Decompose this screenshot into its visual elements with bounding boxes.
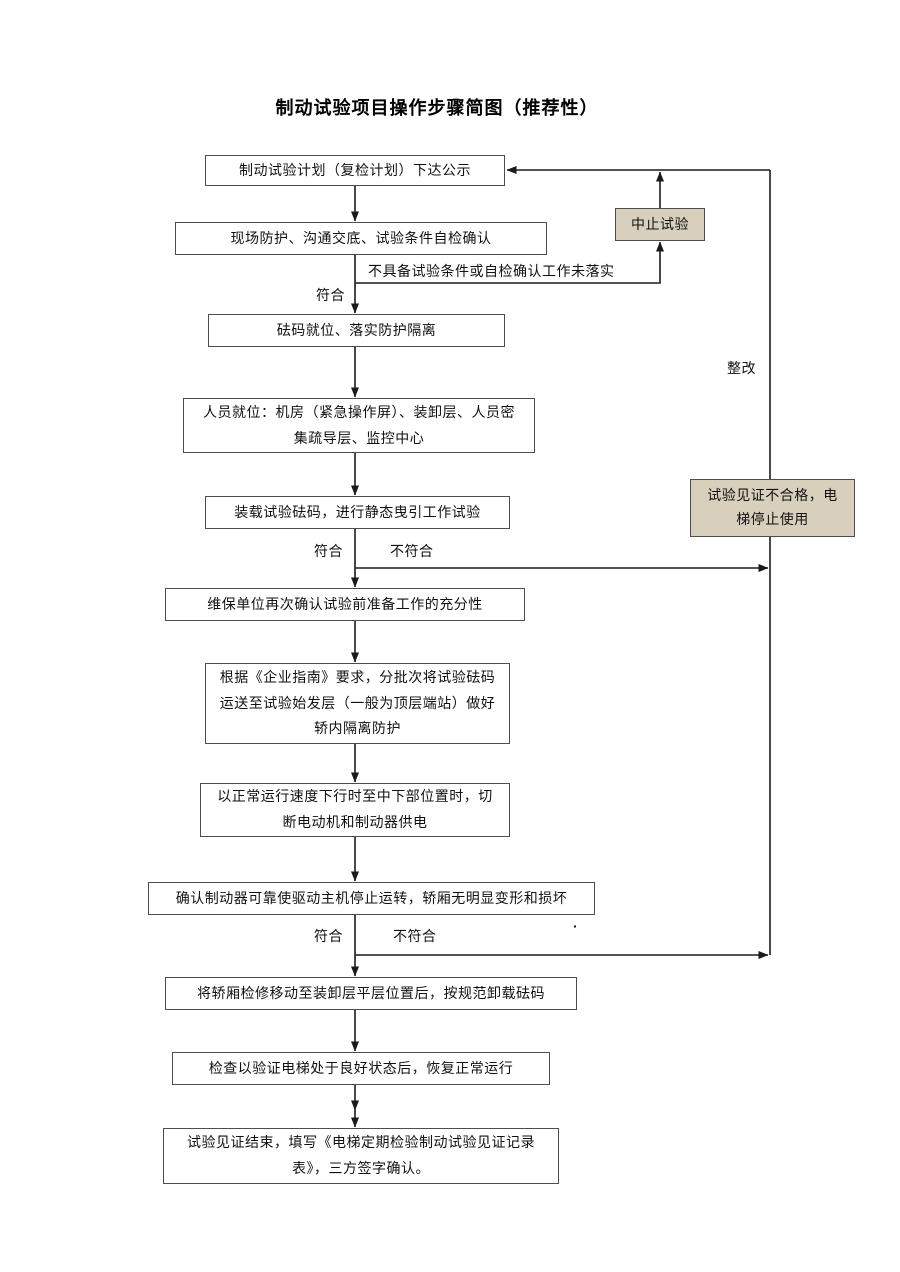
edge-label-comply-1: 符合 [316, 287, 345, 303]
test-fail-stop-box: 试验见证不合格，电梯停止使用 [690, 479, 855, 537]
flow-step-weights-in-place: 砝码就位、落实防护隔离 [208, 314, 505, 347]
flow-step-plan-announcement: 制动试验计划（复检计划）下达公示 [205, 155, 505, 186]
flow-step-record-sign: 试验见证结束，填写《电梯定期检验制动试验见证记录表》，三方签字确认。 [163, 1128, 559, 1184]
flow-step-verify-restore: 检查以验证电梯处于良好状态后，恢复正常运行 [172, 1052, 550, 1085]
flow-step-personnel-in-place: 人员就位：机房（紧急操作屏）、装卸层、人员密集疏导层、监控中心 [183, 398, 535, 453]
flow-step-site-protection: 现场防护、沟通交底、试验条件自检确认 [175, 222, 547, 255]
stray-mark: · [573, 918, 579, 934]
edge-notready-abort [355, 241, 664, 284]
edge-label-not-comply-2: 不符合 [393, 928, 437, 944]
edge-label-comply-2: 符合 [314, 543, 343, 559]
page-title: 制动试验项目操作步骤简图（推荐性） [275, 98, 599, 118]
edge-label-comply-3: 符合 [314, 928, 343, 944]
edge-label-not-comply-1: 不符合 [390, 543, 434, 559]
edge-label-rectify: 整改 [727, 360, 756, 376]
flow-step-maintenance-confirm: 维保单位再次确认试验前准备工作的充分性 [165, 588, 525, 621]
flow-step-confirm-brake: 确认制动器可靠使驱动主机停止运转，轿厢无明显变形和损坏 [148, 882, 595, 915]
edge-label-not-ready: 不具备试验条件或自检确认工作未落实 [368, 263, 615, 279]
flow-step-cut-power: 以正常运行速度下行时至中下部位置时，切断电动机和制动器供电 [200, 783, 510, 837]
flow-step-move-car-unload: 将轿厢检修移动至装卸层平层位置后，按规范卸载砝码 [165, 977, 577, 1010]
flow-step-transport-weights: 根据《企业指南》要求，分批次将试验砝码运送至试验始发层（一般为顶层端站）做好轿内… [205, 663, 510, 744]
abort-test-box: 中止试验 [615, 208, 705, 241]
flow-step-static-traction-test: 装载试验砝码，进行静态曳引工作试验 [205, 496, 510, 529]
